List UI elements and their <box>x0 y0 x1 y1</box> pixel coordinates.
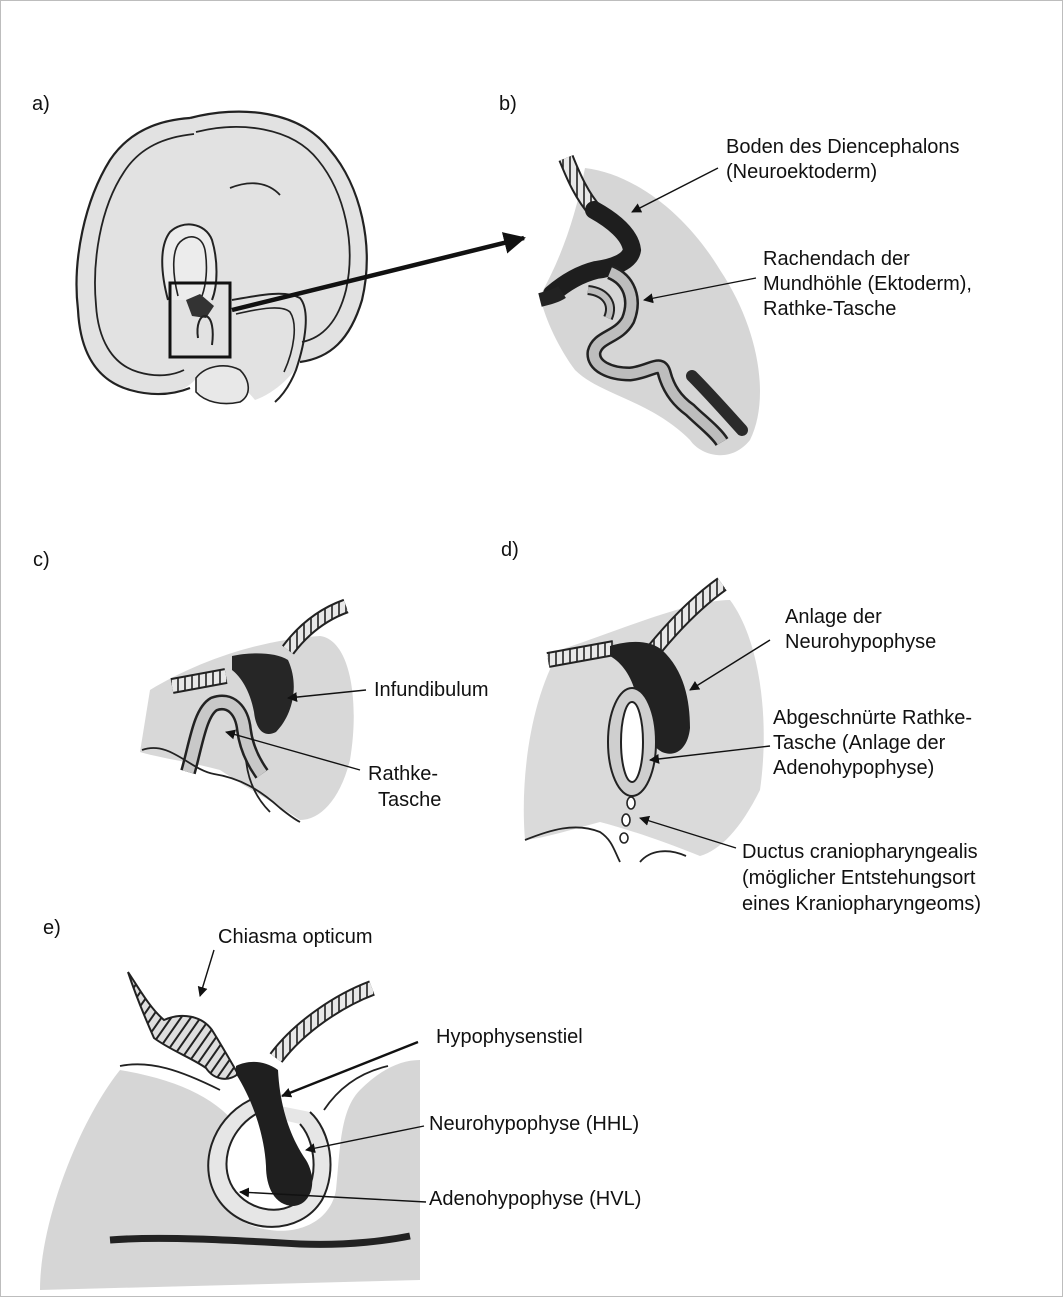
panel-b-sketch <box>540 158 760 455</box>
pinched-rathke-pouch-label-line1: Abgeschnürte Rathke- <box>773 706 972 730</box>
ductus-label-line2: (möglicher Entstehungsort <box>742 866 975 890</box>
neurohypophysis-hhl-label: Neurohypophyse (HHL) <box>429 1112 639 1136</box>
adenohypophysis-hvl-label: Adenohypophyse (HVL) <box>429 1187 641 1211</box>
panel-c-sketch <box>140 606 366 822</box>
rachendach-label-line1: Rachendach der <box>763 247 910 271</box>
rathke-pouch-label-c-line1: Rathke- <box>368 762 438 786</box>
neurohypophysis-anlage-label-line1: Anlage der <box>785 605 882 629</box>
panel-a-embryo-sketch <box>77 112 524 404</box>
diencephalon-floor-label-line1: Boden des Diencephalons <box>726 135 960 159</box>
panel-d-letter: d) <box>501 538 519 562</box>
panel-a-letter: a) <box>32 92 50 116</box>
infundibulum-label: Infundibulum <box>374 678 489 702</box>
panel-e-letter: e) <box>43 916 61 940</box>
neurohypophysis-anlage-label-line2: Neurohypophyse <box>785 630 936 654</box>
rathke-pouch-label-c-line2: Tasche <box>378 788 441 812</box>
ductus-label-line1: Ductus craniopharyngealis <box>742 840 978 864</box>
chiasma-opticum-label: Chiasma opticum <box>218 925 373 949</box>
rachendach-label-line3: Rathke-Tasche <box>763 297 896 321</box>
panel-b-letter: b) <box>499 92 517 116</box>
pinched-rathke-pouch-label-line3: Adenohypophyse) <box>773 756 934 780</box>
diencephalon-floor-label-line2: (Neuroektoderm) <box>726 160 877 184</box>
panel-d-sketch <box>524 584 770 862</box>
ductus-label-line3: eines Kraniopharyngeoms) <box>742 892 981 916</box>
pinched-rathke-pouch-label-line2: Tasche (Anlage der <box>773 731 945 755</box>
rachendach-label-line2: Mundhöhle (Ektoderm), <box>763 272 972 296</box>
panel-c-letter: c) <box>33 548 50 572</box>
panel-e-sketch <box>40 950 426 1290</box>
hypophysenstiel-label: Hypophysenstiel <box>436 1025 583 1049</box>
